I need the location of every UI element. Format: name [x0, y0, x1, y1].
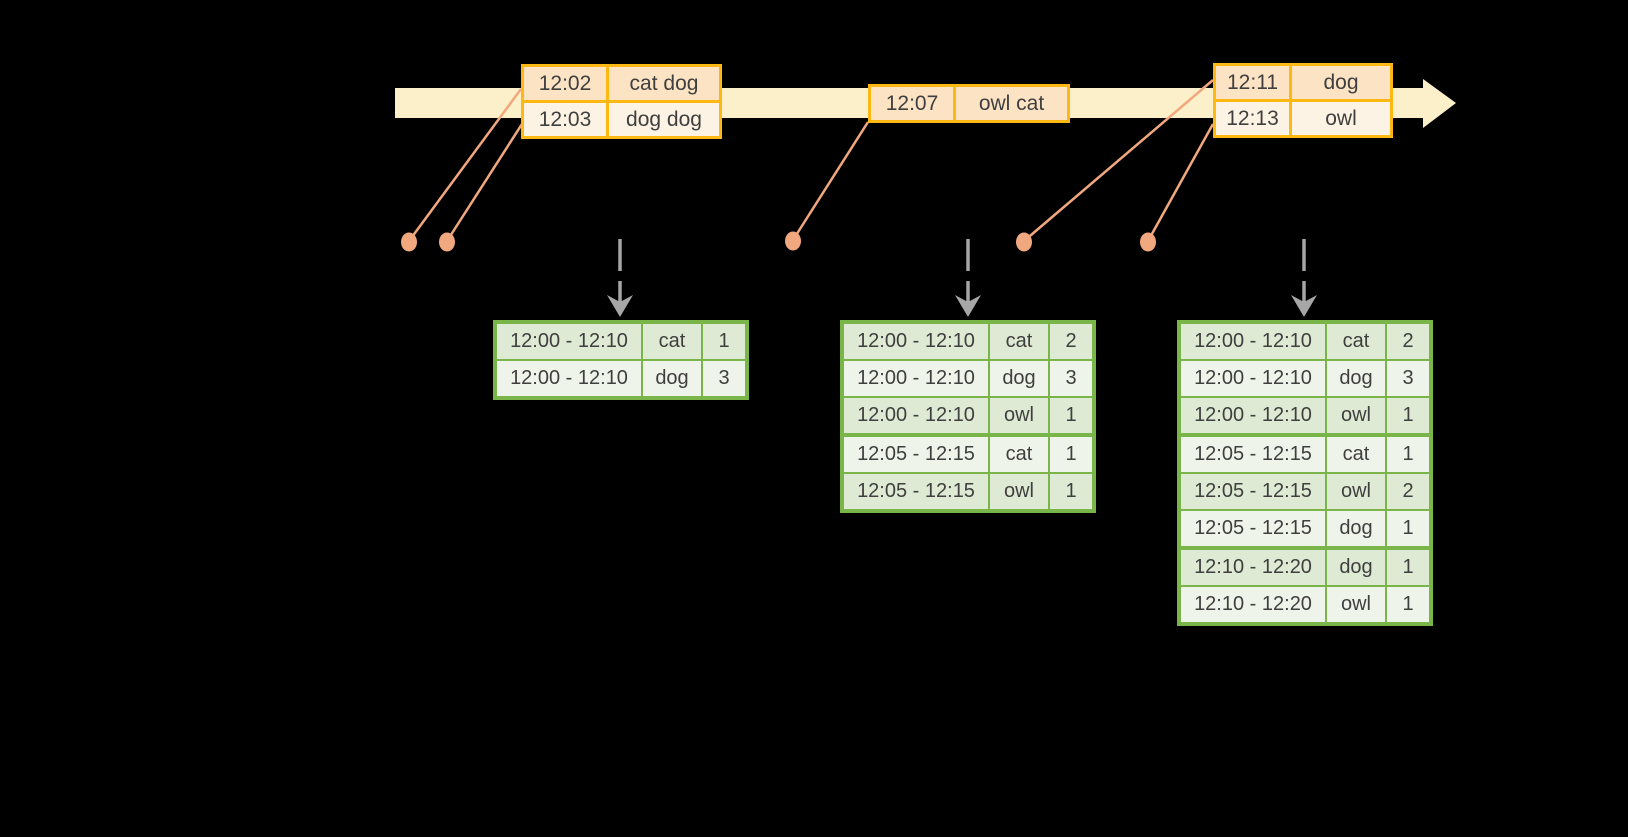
connector-line-1	[407, 88, 523, 242]
result-table-2: 12:00 - 12:10 cat 2 12:00 - 12:10 dog 3 …	[840, 320, 1096, 513]
word-cell: dog	[1327, 511, 1385, 546]
result-table-3: 12:00 - 12:10 cat 2 12:00 - 12:10 dog 3 …	[1177, 320, 1433, 626]
result-row: 12:00 - 12:10 dog 3	[1181, 361, 1429, 396]
trigger-arrow-head-1	[607, 295, 633, 317]
result-table-1: 12:00 - 12:10 cat 1 12:00 - 12:10 dog 3	[493, 320, 749, 400]
event-row: 12:13 owl	[1216, 102, 1390, 135]
result-row: 12:05 - 12:15 owl 2	[1181, 474, 1429, 509]
result-row: 12:00 - 12:10 cat 2	[844, 324, 1092, 359]
word-cell: cat	[1327, 324, 1385, 359]
event-dot-2	[439, 232, 455, 252]
word-cell: owl	[1327, 398, 1385, 433]
event-words-cell: owl	[1292, 102, 1390, 135]
result-row: 12:10 - 12:20 dog 1	[1181, 550, 1429, 585]
word-cell: cat	[1327, 437, 1385, 472]
event-time-cell: 12:11	[1216, 66, 1289, 99]
count-cell: 1	[1387, 511, 1429, 546]
count-cell: 1	[1050, 437, 1092, 472]
connector-line-4	[1023, 79, 1214, 242]
result-row: 12:00 - 12:10 dog 3	[497, 361, 745, 396]
count-cell: 2	[1050, 324, 1092, 359]
window-cell: 12:10 - 12:20	[1181, 550, 1325, 585]
word-cell: dog	[643, 361, 701, 396]
result-row: 12:00 - 12:10 cat 2	[1181, 324, 1429, 359]
event-time-cell: 12:02	[524, 67, 606, 100]
word-cell: owl	[990, 474, 1048, 509]
result-row: 12:05 - 12:15 cat 1	[844, 437, 1092, 472]
event-row: 12:07 owl cat	[871, 87, 1067, 120]
window-cell: 12:05 - 12:15	[844, 474, 988, 509]
count-cell: 1	[1387, 437, 1429, 472]
word-cell: dog	[1327, 550, 1385, 585]
count-cell: 1	[1050, 398, 1092, 433]
count-cell: 3	[1050, 361, 1092, 396]
timeline-arrowhead-icon	[1423, 79, 1456, 128]
window-cell: 12:00 - 12:10	[844, 398, 988, 433]
word-cell: dog	[1327, 361, 1385, 396]
window-cell: 12:00 - 12:10	[1181, 324, 1325, 359]
window-cell: 12:05 - 12:15	[1181, 511, 1325, 546]
result-row: 12:10 - 12:20 owl 1	[1181, 587, 1429, 622]
result-row: 12:00 - 12:10 dog 3	[844, 361, 1092, 396]
window-cell: 12:00 - 12:10	[497, 324, 641, 359]
trigger-arrow-head-2	[955, 295, 981, 317]
result-row: 12:00 - 12:10 owl 1	[1181, 398, 1429, 433]
event-table-2: 12:07 owl cat	[868, 84, 1070, 123]
window-cell: 12:05 - 12:15	[844, 437, 988, 472]
trigger-arrow-head-3	[1291, 295, 1317, 317]
count-cell: 1	[1387, 398, 1429, 433]
event-words-cell: dog dog	[609, 103, 719, 136]
count-cell: 1	[703, 324, 745, 359]
count-cell: 2	[1387, 474, 1429, 509]
event-table-1: 12:02 cat dog 12:03 dog dog	[521, 64, 722, 139]
window-cell: 12:00 - 12:10	[844, 324, 988, 359]
event-row: 12:03 dog dog	[524, 103, 719, 136]
result-row: 12:05 - 12:15 cat 1	[1181, 437, 1429, 472]
count-cell: 1	[1050, 474, 1092, 509]
event-row: 12:02 cat dog	[524, 67, 719, 100]
result-row: 12:05 - 12:15 owl 1	[844, 474, 1092, 509]
window-cell: 12:00 - 12:10	[1181, 398, 1325, 433]
event-time-cell: 12:03	[524, 103, 606, 136]
window-cell: 12:10 - 12:20	[1181, 587, 1325, 622]
connector-line-2	[445, 123, 524, 242]
count-cell: 3	[703, 361, 745, 396]
event-time-cell: 12:07	[871, 87, 953, 120]
word-cell: cat	[643, 324, 701, 359]
count-cell: 1	[1387, 587, 1429, 622]
count-cell: 2	[1387, 324, 1429, 359]
word-cell: owl	[1327, 474, 1385, 509]
event-dot-3	[785, 231, 801, 251]
word-cell: dog	[990, 361, 1048, 396]
event-dot-5	[1140, 232, 1156, 252]
window-cell: 12:05 - 12:15	[1181, 474, 1325, 509]
word-cell: cat	[990, 437, 1048, 472]
event-words-cell: cat dog	[609, 67, 719, 100]
event-words-cell: dog	[1292, 66, 1390, 99]
result-row: 12:05 - 12:15 dog 1	[1181, 511, 1429, 546]
count-cell: 3	[1387, 361, 1429, 396]
event-dot-4	[1016, 232, 1032, 252]
count-cell: 1	[1387, 550, 1429, 585]
window-cell: 12:05 - 12:15	[1181, 437, 1325, 472]
word-cell: owl	[990, 398, 1048, 433]
word-cell: cat	[990, 324, 1048, 359]
connector-line-5	[1146, 123, 1215, 242]
event-time-cell: 12:13	[1216, 102, 1289, 135]
result-row: 12:00 - 12:10 owl 1	[844, 398, 1092, 433]
connector-line-3	[791, 121, 870, 241]
window-cell: 12:00 - 12:10	[1181, 361, 1325, 396]
event-dot-1	[401, 232, 417, 252]
event-words-cell: owl cat	[956, 87, 1067, 120]
event-row: 12:11 dog	[1216, 66, 1390, 99]
window-cell: 12:00 - 12:10	[844, 361, 988, 396]
result-row: 12:00 - 12:10 cat 1	[497, 324, 745, 359]
event-table-3: 12:11 dog 12:13 owl	[1213, 63, 1393, 138]
window-cell: 12:00 - 12:10	[497, 361, 641, 396]
word-cell: owl	[1327, 587, 1385, 622]
